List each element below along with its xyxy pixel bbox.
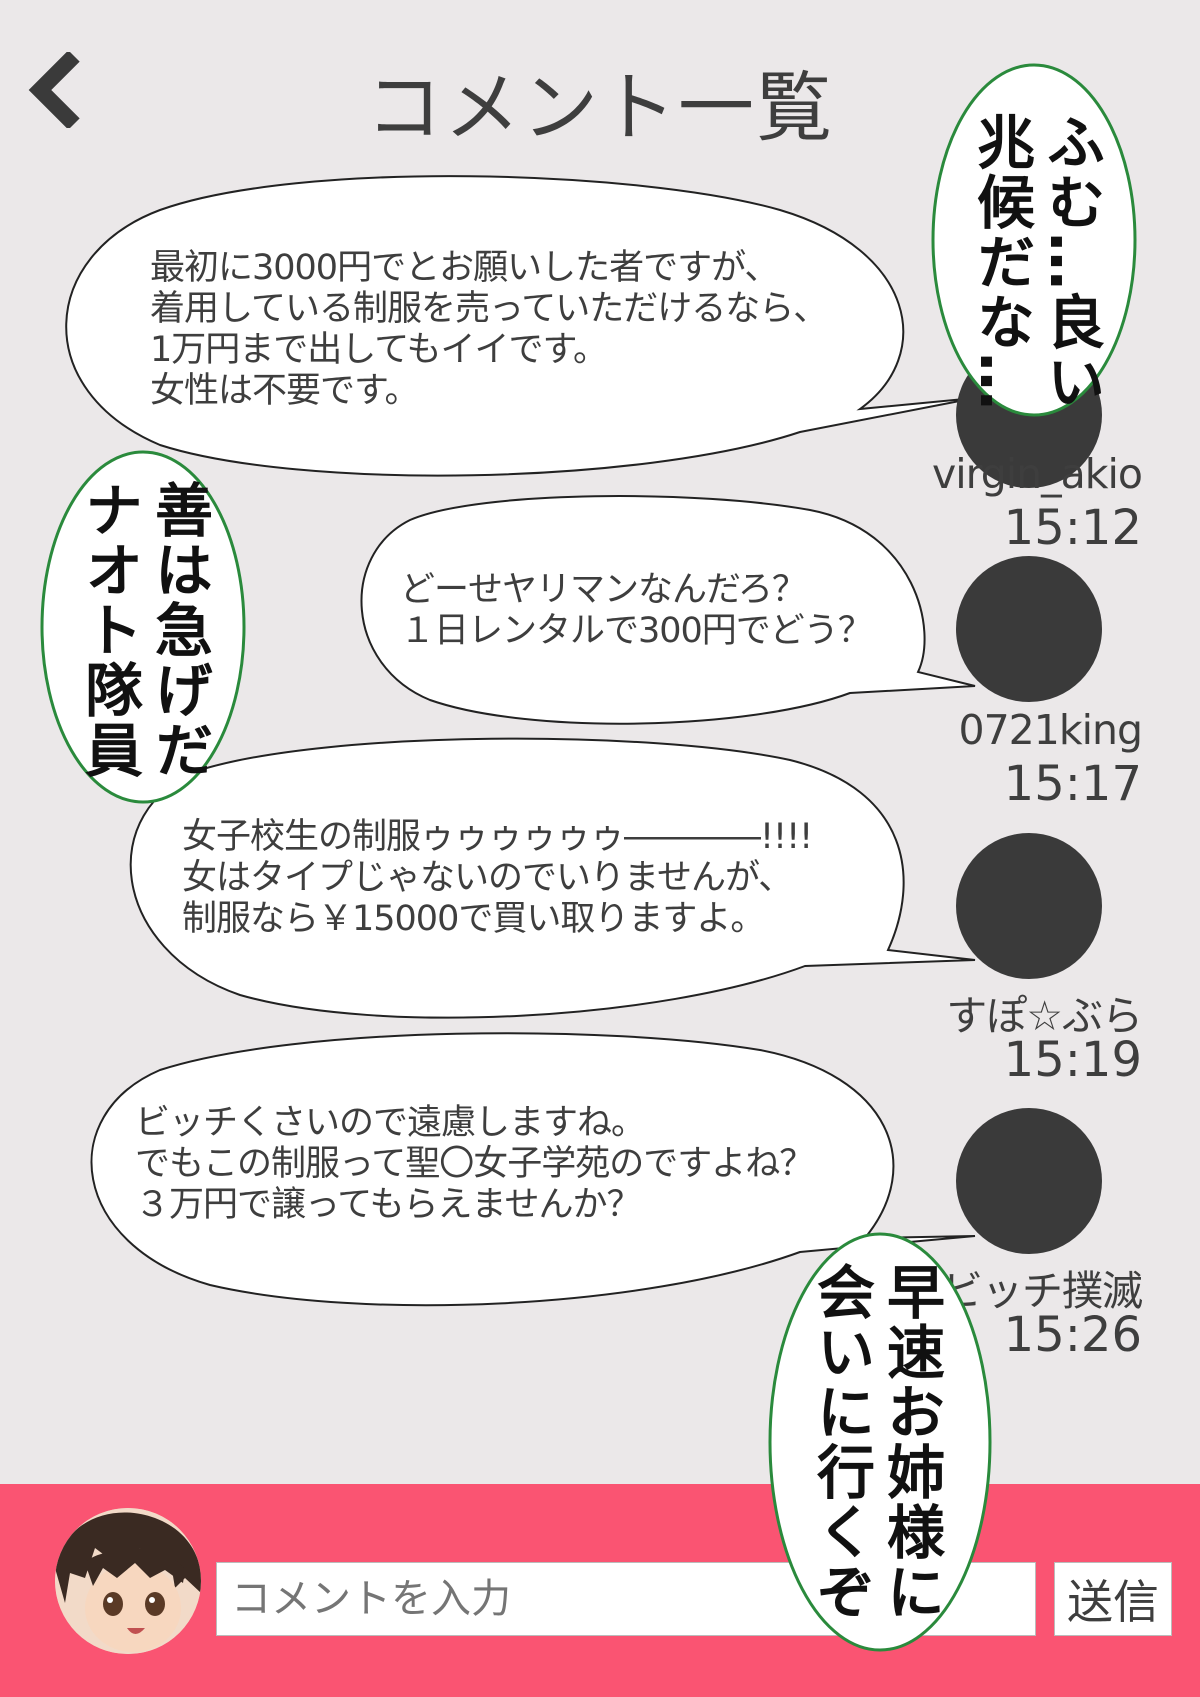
avatar[interactable] — [956, 1108, 1102, 1254]
send-button[interactable]: 送信 — [1054, 1562, 1172, 1636]
page-title: コメント一覧 — [366, 63, 834, 152]
speech-text-top-right: ふむ…良い 兆候だな… — [967, 112, 1105, 412]
comment-time: 15:12 — [1003, 500, 1142, 556]
comment-bubble-4 — [90, 1032, 976, 1307]
comment-text-1: 最初に3000円でとお願いした者ですが、 着用している制服を売っていただけるなら… — [150, 248, 828, 411]
comment-username[interactable]: 0721king — [958, 706, 1143, 754]
comment-text-2: どーせヤリマンなんだろ？ １日レンタルで300円でどう？ — [400, 570, 873, 651]
comment-time: 15:26 — [1003, 1307, 1142, 1363]
comment-bubble-1 — [65, 175, 976, 477]
avatar[interactable] — [956, 833, 1102, 979]
comment-bubble-2 — [360, 495, 976, 725]
comment-username[interactable]: すぽ☆ぶら — [946, 992, 1143, 1040]
boy-portrait-icon — [55, 1508, 201, 1654]
user-avatar — [55, 1508, 201, 1654]
comment-text-4: ビッチくさいので遠慮しますね。 でもこの制服って聖〇女子学苑のですよね？ ３万円… — [135, 1103, 814, 1225]
comment-time: 15:19 — [1003, 1032, 1142, 1088]
comment-time: 15:17 — [1003, 756, 1142, 812]
comment-text-3: 女子校生の制服ゥゥゥゥゥゥ――――!!!! 女はタイプじゃないのでいりませんが、… — [182, 817, 813, 939]
speech-text-bottom-right: 早速お姉様に 会いに行くぞ — [807, 1262, 945, 1622]
back-chevron-icon[interactable] — [28, 50, 88, 130]
avatar[interactable] — [956, 556, 1102, 702]
comment-username[interactable]: virgin_akio — [931, 450, 1143, 498]
speech-text-left: 善は急げだ ナオト隊員 — [75, 480, 213, 780]
